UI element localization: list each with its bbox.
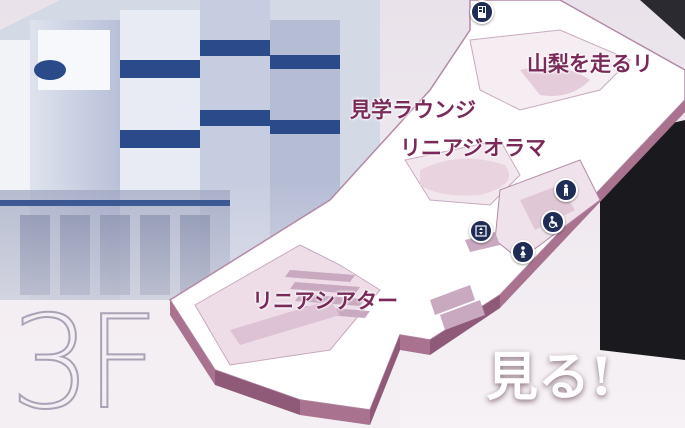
vending-machine-icon: [470, 0, 494, 24]
floor-number: 3F: [9, 289, 160, 428]
room-label-diorama: リニアジオラマ: [400, 136, 547, 160]
room-label-lounge: 見学ラウンジ: [350, 98, 476, 122]
photo-panel-right: [600, 120, 685, 360]
female-restroom-icon: [511, 240, 535, 264]
headline: 見る!: [486, 347, 613, 408]
male-restroom-icon: [554, 178, 578, 202]
elevator-icon: [469, 219, 493, 243]
accessible-restroom-icon: [541, 210, 565, 234]
room-label-theater: リニアシアター: [252, 289, 399, 313]
room-label-running: 山梨を走るリ: [527, 52, 653, 76]
